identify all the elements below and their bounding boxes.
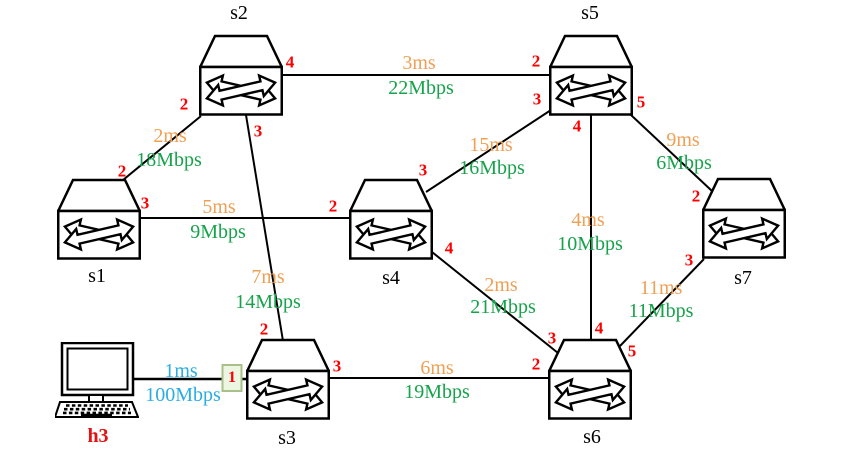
node-label-s2: s2 xyxy=(230,2,248,24)
port-s2-4: 4 xyxy=(285,52,295,72)
port-s4-2: 2 xyxy=(328,196,338,216)
latency-h3-s3: 1ms xyxy=(164,360,198,382)
bandwidth-s5-s6: 10Mbps xyxy=(557,233,623,255)
bandwidth-s2-s3: 14Mbps xyxy=(235,291,301,313)
node-label-s5: s5 xyxy=(581,2,599,24)
port-s5-5: 5 xyxy=(636,92,646,112)
switch-s5-icon xyxy=(549,34,633,116)
bandwidth-s6-s7: 11Mbps xyxy=(628,300,694,322)
switch-s1-icon xyxy=(57,178,141,260)
bandwidth-s3-s6: 19Mbps xyxy=(404,381,470,403)
port-s1-2: 2 xyxy=(117,161,127,181)
port-s7-3: 3 xyxy=(684,250,694,270)
port-s6-5: 5 xyxy=(627,341,637,361)
latency-s3-s6: 6ms xyxy=(420,357,454,379)
latency-s1-s2: 2ms xyxy=(153,125,187,147)
link-s4-s6 xyxy=(431,251,559,354)
port-s3-1-badge: 1 xyxy=(221,364,243,392)
switch-s6-icon xyxy=(548,338,632,420)
switch-s7-icon xyxy=(702,177,786,259)
bandwidth-s2-s5: 22Mbps xyxy=(388,77,454,99)
bandwidth-h3-s3: 100Mbps xyxy=(145,384,221,406)
port-s4-3: 3 xyxy=(418,160,428,180)
port-s4-4: 4 xyxy=(444,238,454,258)
port-s5-4: 4 xyxy=(572,116,582,136)
node-label-s1: s1 xyxy=(88,265,106,287)
link-s1-s2 xyxy=(122,115,202,181)
latency-s4-s5: 15ms xyxy=(469,134,513,156)
bandwidth-s1-s2: 18Mbps xyxy=(136,149,202,171)
link-s2-s3 xyxy=(245,114,284,342)
switch-s4-icon xyxy=(349,178,433,260)
latency-s6-s7: 11ms xyxy=(639,277,683,299)
latency-s5-s6: 4ms xyxy=(571,209,605,231)
port-s6-2: 2 xyxy=(531,354,541,374)
port-s3-3: 3 xyxy=(332,356,342,376)
host-h3-icon xyxy=(55,342,139,418)
port-s6-4: 4 xyxy=(594,318,604,338)
port-s3-2: 2 xyxy=(259,319,269,339)
node-label-s3: s3 xyxy=(278,427,296,449)
port-s1-3: 3 xyxy=(140,193,150,213)
port-s5-2: 2 xyxy=(531,51,541,71)
switch-s3-icon xyxy=(246,338,330,420)
port-s6-3: 3 xyxy=(547,328,557,348)
latency-s2-s5: 3ms xyxy=(402,52,436,74)
latency-s4-s6: 2ms xyxy=(484,274,518,296)
link-s4-s5 xyxy=(425,109,552,193)
latency-s2-s3: 7ms xyxy=(251,266,285,288)
link-s6-s7 xyxy=(619,258,705,347)
bandwidth-s5-s7: 6Mbps xyxy=(656,152,712,174)
node-label-h3: h3 xyxy=(87,425,109,447)
port-s2-2: 2 xyxy=(179,94,189,114)
link-s5-s7 xyxy=(630,114,713,192)
latency-s5-s7: 9ms xyxy=(666,129,700,151)
bandwidth-s1-s4: 9Mbps xyxy=(190,221,246,243)
port-s5-3: 3 xyxy=(532,89,542,109)
node-label-s6: s6 xyxy=(583,426,601,448)
bandwidth-s4-s6: 21Mbps xyxy=(470,296,536,318)
node-label-s4: s4 xyxy=(382,267,400,289)
switch-s2-icon xyxy=(199,34,283,116)
port-s2-3: 3 xyxy=(253,121,263,141)
port-s3-1: 1 xyxy=(228,369,236,386)
bandwidth-s4-s5: 16Mbps xyxy=(459,157,525,179)
port-s7-2: 2 xyxy=(691,186,701,206)
latency-s1-s4: 5ms xyxy=(202,196,236,218)
node-label-s7: s7 xyxy=(734,267,752,289)
